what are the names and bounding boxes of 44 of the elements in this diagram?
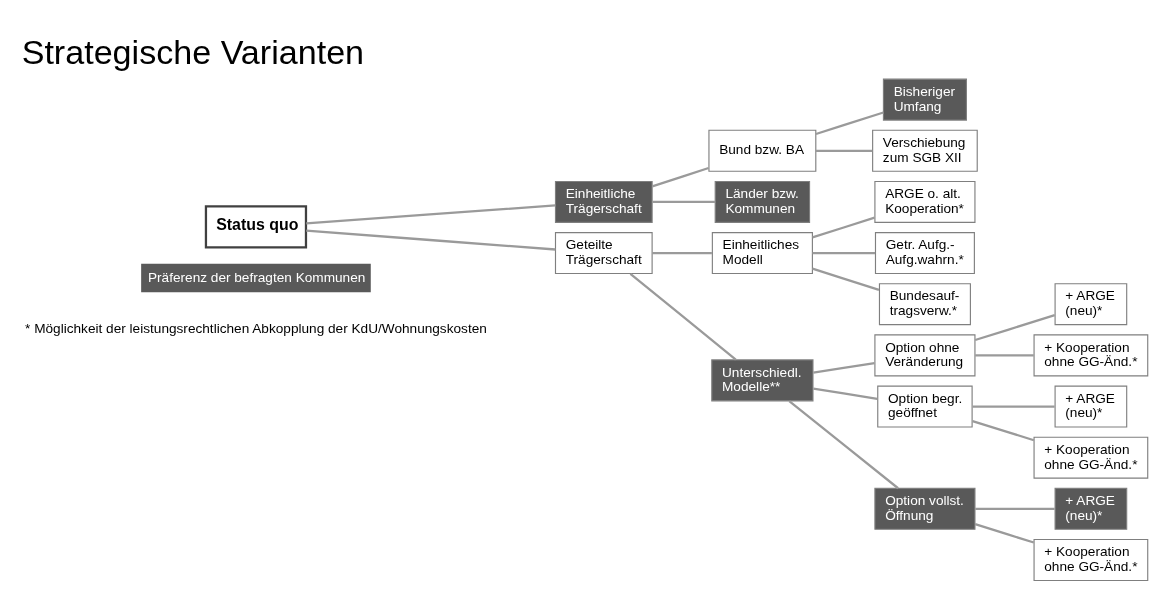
node-box: ARGE o. alt. Kooperation* xyxy=(874,180,976,223)
connector xyxy=(972,404,1055,408)
node-box: Einheitliche Trägerschaft xyxy=(554,180,653,223)
node-box: Option begr. geöffnet xyxy=(877,385,973,428)
connector xyxy=(812,251,876,254)
connector xyxy=(651,166,709,187)
connector xyxy=(975,353,1034,356)
legend-label: Präferenz der befragten Kommunen xyxy=(147,269,366,285)
node-box: Unterschiedl. Modelle** xyxy=(711,358,814,401)
node-box: Option vollst. Öffnung xyxy=(874,487,976,530)
node-box: + ARGE (neu)* xyxy=(1054,282,1128,325)
connector xyxy=(306,203,556,224)
node-box: Verschiebung zum SGB XII xyxy=(872,129,978,172)
connector xyxy=(812,267,880,291)
node-box: Geteilte Trägerschaft xyxy=(554,231,653,274)
node-box: + Kooperation ohne GG-Änd.* xyxy=(1033,538,1149,581)
connector xyxy=(972,419,1035,441)
node-box: Option ohne Veränderung xyxy=(874,333,976,376)
connector xyxy=(813,361,875,374)
node-box: + ARGE (neu)* xyxy=(1054,487,1128,530)
connector xyxy=(306,229,556,251)
node-box: + ARGE (neu)* xyxy=(1054,385,1128,428)
connector xyxy=(974,313,1056,341)
connector xyxy=(815,110,884,135)
diagram-title: Strategische Varianten xyxy=(21,32,365,71)
node-box: + Kooperation ohne GG-Änd.* xyxy=(1033,333,1149,376)
node-box: + Kooperation ohne GG-Änd.* xyxy=(1033,436,1149,479)
connector xyxy=(816,149,873,152)
connector xyxy=(813,386,878,400)
connector xyxy=(812,216,875,239)
node-box: Bundesauf- tragsverw.* xyxy=(878,282,971,325)
connector xyxy=(788,399,899,489)
node-box: Bund bzw. BA xyxy=(708,129,817,172)
connector xyxy=(629,272,737,361)
node-box: Bisheriger Umfang xyxy=(882,78,967,121)
connector xyxy=(652,200,716,203)
node-box: Getr. Aufg.- Aufg.wahrn.* xyxy=(874,231,975,274)
connector xyxy=(974,522,1035,544)
node-box: Einheitliches Modell xyxy=(711,231,813,274)
label: * Möglichkeit der leistungsrechtlichen Abkopplung der KdU/Wohnungskosten xyxy=(25,320,487,336)
connector xyxy=(975,507,1055,510)
connector xyxy=(652,251,712,254)
node-box: Status quo xyxy=(204,204,308,249)
node-box: Länder bzw. Kommunen xyxy=(714,180,811,223)
